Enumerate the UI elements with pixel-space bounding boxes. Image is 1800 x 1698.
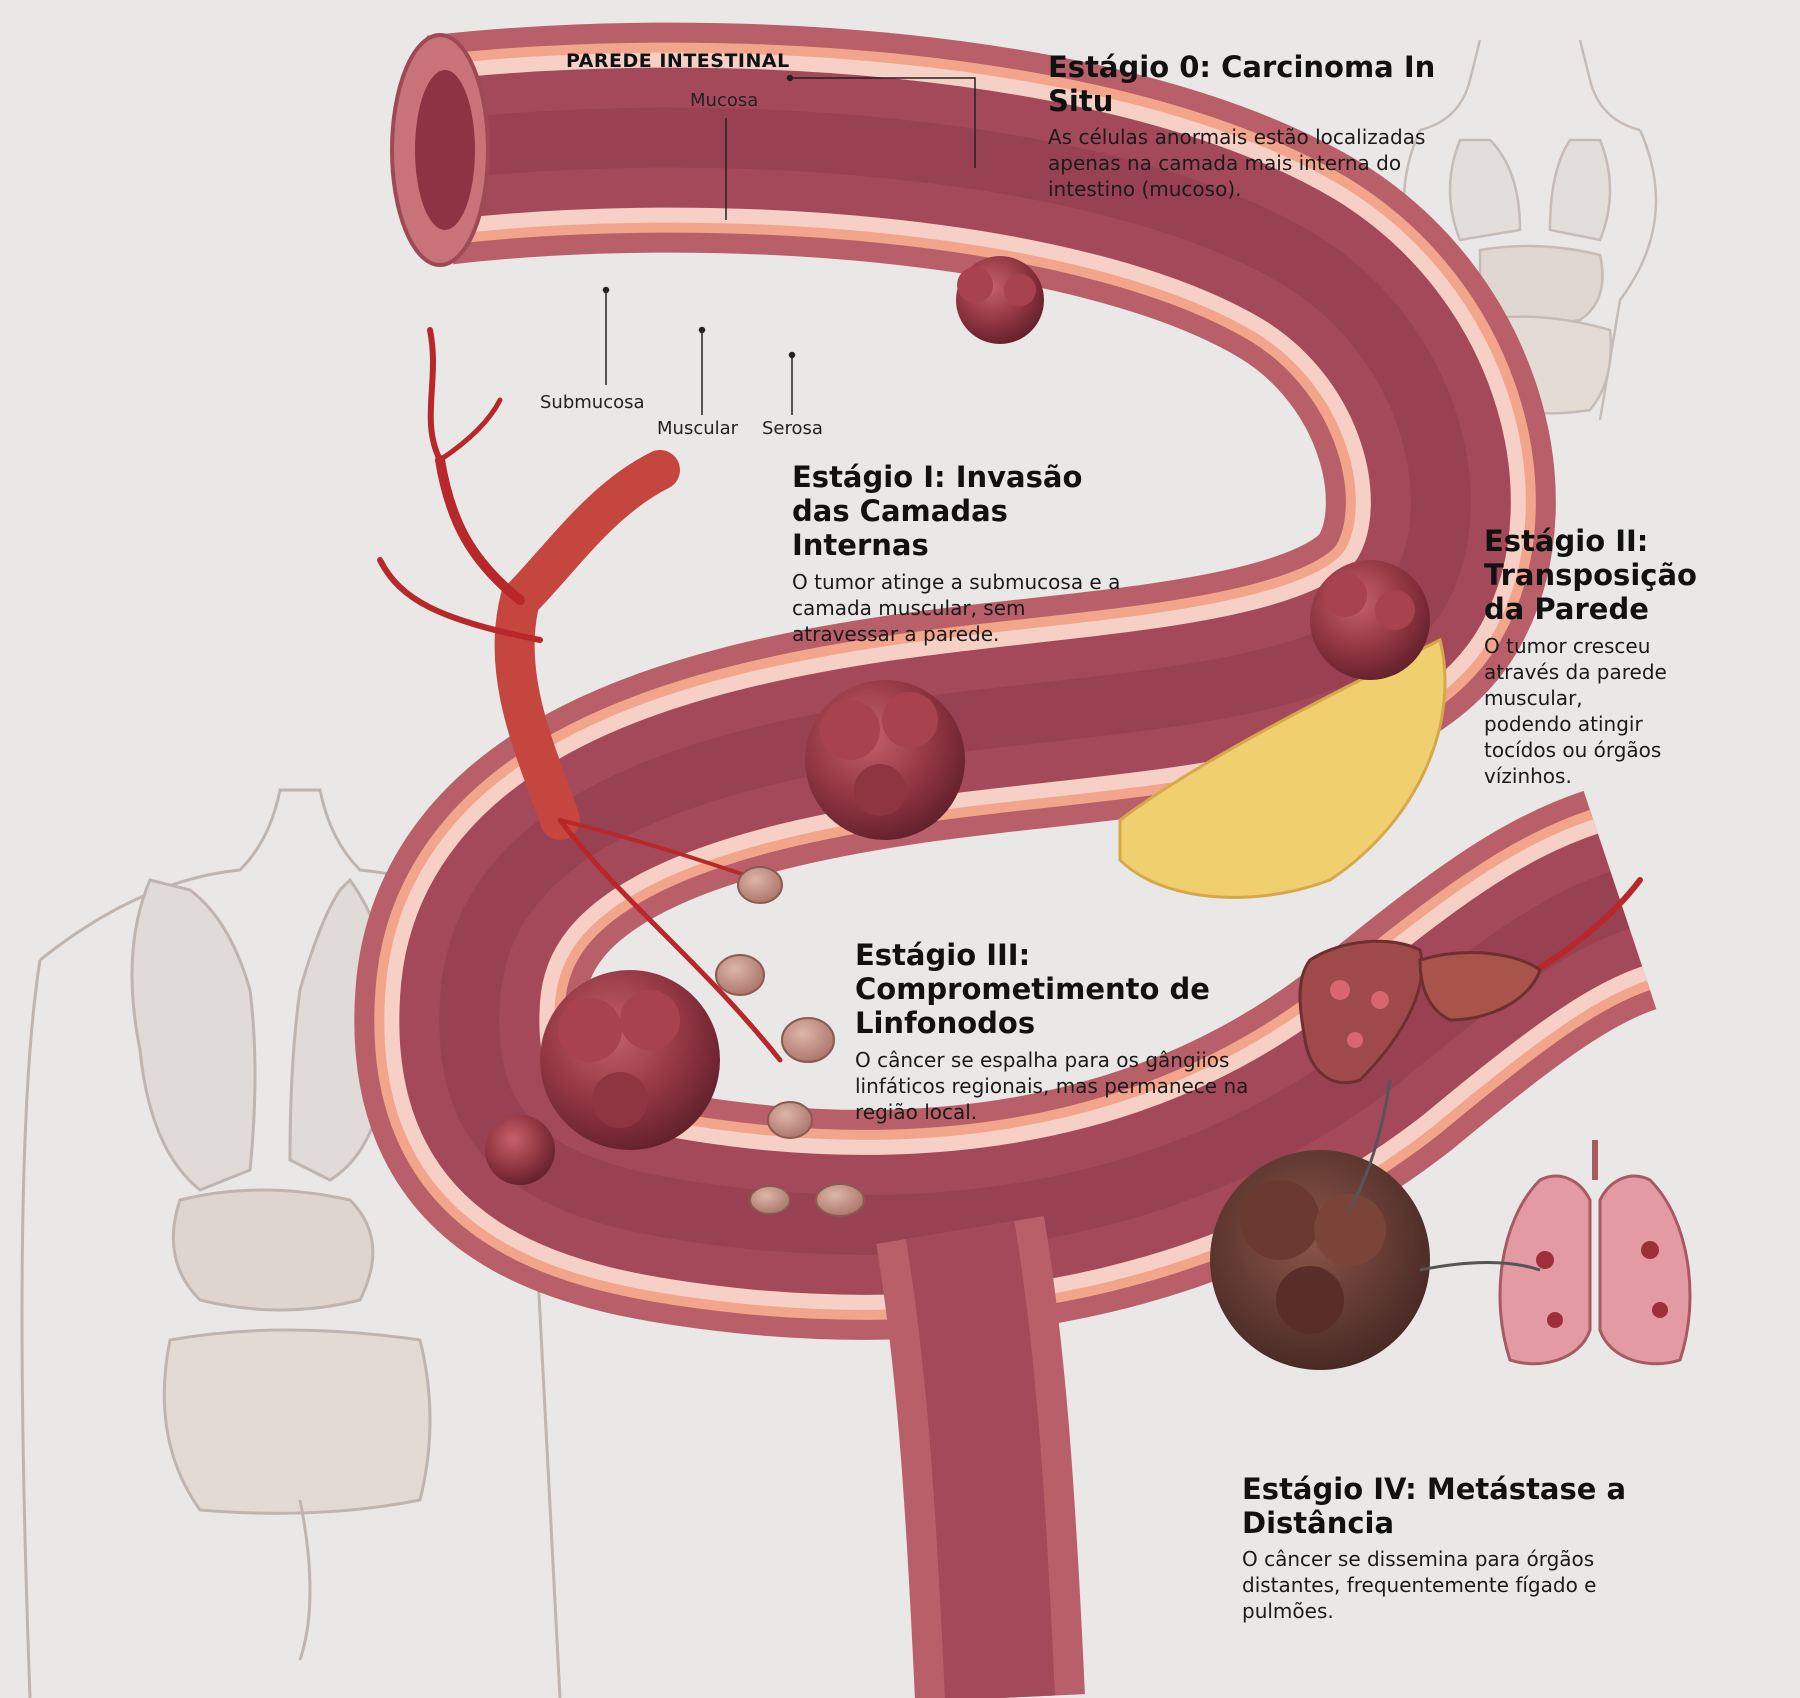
lungs-icon <box>1498 1140 1692 1366</box>
intestinal-wall-title: PAREDE INTESTINAL <box>566 50 790 72</box>
layer-label-submucosa: Submucosa <box>540 392 645 413</box>
lymph-node <box>715 954 765 996</box>
lymph-node <box>749 1185 791 1215</box>
stage-ii-title: Estágio II: Transposição da Parede <box>1484 524 1697 627</box>
liver-healthy-icon <box>1418 951 1542 1022</box>
stage-iv-block: Estágio IV: Metástase a Distância O cânc… <box>1242 1472 1662 1624</box>
lymph-node <box>781 1017 835 1063</box>
tumor-stage-i <box>805 680 965 840</box>
layer-label-mucosa: Mucosa <box>690 90 759 111</box>
stage-ii-block: Estágio II: Transposição da Parede O tum… <box>1484 524 1697 789</box>
stage-iii-description: O câncer se espalha para os gângiios lin… <box>855 1047 1249 1124</box>
lymph-node <box>815 1183 865 1217</box>
fat-tissue <box>1118 637 1447 899</box>
stage-i-title: Estágio I: Invasão das Camadas Internas <box>792 460 1083 563</box>
lymph-node <box>767 1101 813 1139</box>
stage-iii-block: Estágio III: Comprometimento de Linfonod… <box>855 938 1275 1125</box>
metastasis-arrows <box>1348 1079 1541 1272</box>
stage-iii-title: Estágio III: Comprometimento de Linfonod… <box>855 938 1210 1041</box>
stage-i-block: Estágio I: Invasão das Camadas Internas … <box>792 460 1132 647</box>
stage-0-description: As células anormais estão localizadas ap… <box>1048 125 1426 202</box>
stage-iv-description: O câncer se dissemina para órgãos distan… <box>1242 1547 1597 1624</box>
stage-ii-description: O tumor cresceu através da parede muscul… <box>1484 633 1667 788</box>
lymph-nodes <box>715 866 865 1217</box>
stage-iv-title: Estágio IV: Metástase a Distância <box>1242 1472 1627 1541</box>
tumor-stage-ii <box>1310 560 1430 680</box>
lymph-node <box>737 866 783 904</box>
tumor-stage-iii <box>485 970 720 1185</box>
tumor-stage-iv <box>1210 1150 1430 1370</box>
intestine-tube <box>354 22 1659 1698</box>
stage-i-description: O tumor atinge a submucosa e a camada mu… <box>792 569 1121 646</box>
stage-0-title: Estágio 0: Carcinoma In Situ <box>1048 50 1436 119</box>
tumor-stage-0 <box>956 256 1044 344</box>
stage-0-block: Estágio 0: Carcinoma In Situ As células … <box>1048 50 1468 202</box>
label-leader-lines <box>602 74 976 415</box>
layer-label-muscular: Muscular <box>657 418 739 439</box>
liver-icon <box>1298 939 1424 1085</box>
layer-label-serosa: Serosa <box>762 418 823 439</box>
